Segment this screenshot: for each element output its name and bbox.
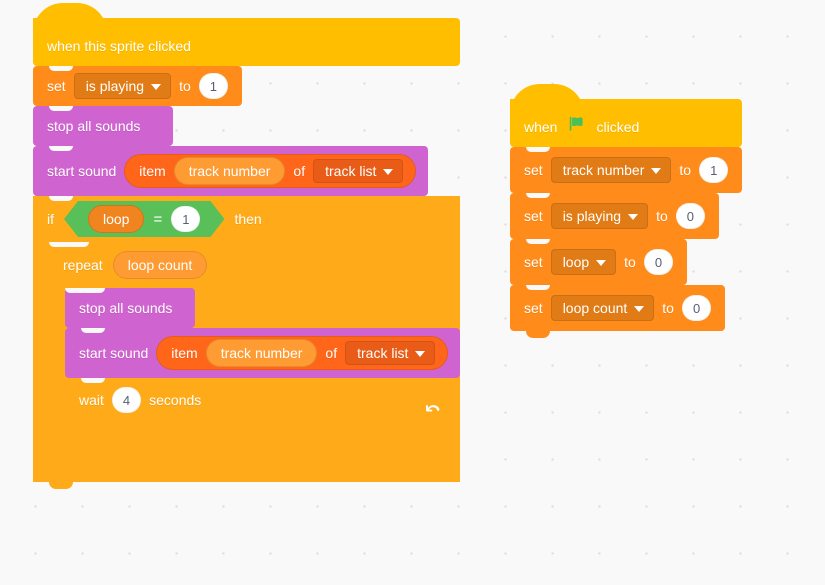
to-keyword-label: to	[179, 78, 191, 94]
value-input-loop-count[interactable]: 0	[681, 295, 712, 321]
chevron-down-icon	[651, 167, 662, 174]
set-keyword-label: set	[524, 254, 543, 270]
to-keyword-label: to	[656, 208, 668, 224]
variable-dropdown-loop-count[interactable]: loop count	[550, 295, 655, 321]
variable-dropdown-label: loop count	[562, 300, 628, 316]
chevron-down-icon	[151, 83, 162, 90]
block-start-sound-1[interactable]: start sound item track number of track l…	[33, 146, 429, 203]
set-keyword-label: set	[524, 208, 543, 224]
of-keyword-label: of	[293, 163, 306, 179]
repeat-keyword-label: repeat	[63, 257, 103, 273]
variable-dropdown-label: track number	[562, 162, 645, 178]
block-if-then[interactable]: if loop = 1 then repeat loop count	[33, 196, 461, 489]
stop-all-sounds-label: stop all sounds	[47, 118, 141, 134]
list-dropdown-label: track list	[357, 345, 409, 361]
item-keyword-label: item	[171, 345, 198, 361]
value-input-track-number[interactable]: 1	[699, 157, 729, 183]
reporter-item-of-list-2[interactable]: item track number of track list	[156, 336, 449, 370]
start-sound-label: start sound	[47, 163, 117, 179]
script-when-green-flag-clicked[interactable]: when clicked set track number to 1 set i…	[510, 84, 743, 338]
variable-dropdown-track-number[interactable]: track number	[550, 157, 672, 183]
stop-all-sounds-label: stop all sounds	[79, 300, 173, 316]
to-keyword-label: to	[624, 254, 636, 270]
variable-dropdown-label: loop	[562, 254, 590, 270]
chevron-down-icon	[596, 259, 607, 266]
list-dropdown-track-list-1[interactable]: track list	[313, 159, 404, 183]
value-input-is-playing[interactable]: 0	[675, 203, 705, 229]
block-repeat[interactable]: repeat loop count stop all sounds start …	[49, 242, 461, 455]
block-when-this-sprite-clicked[interactable]: when this sprite clicked	[33, 3, 461, 73]
reporter-variable-loop-count[interactable]: loop count	[112, 251, 208, 279]
chevron-down-icon	[415, 350, 426, 357]
variable-dropdown-loop[interactable]: loop	[550, 249, 617, 275]
block-set-loop[interactable]: set loop to 0	[510, 239, 688, 292]
wait-keyword-label: wait	[79, 392, 104, 408]
variable-dropdown-is-playing[interactable]: is playing	[73, 73, 172, 99]
equals-right-input[interactable]: 1	[171, 206, 200, 232]
reporter-variable-track-number-1[interactable]: track number	[173, 157, 286, 185]
if-inner-notch	[49, 242, 73, 247]
clicked-keyword-label: clicked	[596, 119, 640, 135]
wait-duration-input[interactable]: 4	[111, 387, 142, 413]
list-dropdown-track-list-2[interactable]: track list	[345, 341, 436, 365]
repeat-footer	[49, 405, 461, 455]
variable-dropdown-label: is playing	[85, 78, 145, 94]
block-wait-seconds[interactable]: wait 4 seconds	[65, 378, 216, 422]
block-set-loop-count[interactable]: set loop count to 0	[510, 285, 726, 338]
if-then-body: repeat loop count stop all sounds start …	[33, 242, 461, 455]
set-keyword-label: set	[524, 162, 543, 178]
start-sound-label: start sound	[79, 345, 149, 361]
chevron-down-icon	[628, 213, 639, 220]
if-then-footer	[33, 448, 461, 489]
seconds-keyword-label: seconds	[149, 392, 202, 408]
item-keyword-label: item	[139, 163, 166, 179]
value-input-is-playing[interactable]: 1	[198, 73, 228, 99]
of-keyword-label: of	[325, 345, 338, 361]
value-input-loop[interactable]: 0	[643, 249, 674, 275]
block-set-track-number[interactable]: set track number to 1	[510, 147, 743, 200]
set-keyword-label: set	[47, 78, 66, 94]
set-keyword-label: set	[524, 300, 543, 316]
reporter-variable-loop[interactable]: loop	[88, 205, 144, 233]
block-when-green-flag-clicked[interactable]: when clicked	[510, 84, 743, 154]
if-then-header[interactable]: if loop = 1 then	[33, 196, 461, 242]
block-start-sound-2[interactable]: start sound item track number of track l…	[65, 328, 461, 385]
list-dropdown-label: track list	[325, 163, 377, 179]
repeat-inner-notch	[65, 288, 89, 293]
block-stop-all-sounds-2[interactable]: stop all sounds	[65, 288, 195, 335]
variable-dropdown-label: is playing	[562, 208, 622, 224]
operator-equals-block[interactable]: loop = 1	[64, 201, 224, 237]
hat-label: when this sprite clicked	[47, 38, 191, 54]
if-keyword-label: if	[47, 211, 54, 227]
green-flag-icon	[570, 116, 584, 131]
reporter-variable-track-number-2[interactable]: track number	[205, 339, 318, 367]
block-set-is-playing[interactable]: set is playing to 0	[510, 193, 719, 246]
repeat-body: stop all sounds start sound item track n…	[49, 288, 461, 422]
block-stop-all-sounds-1[interactable]: stop all sounds	[33, 106, 173, 153]
chevron-down-icon	[383, 168, 394, 175]
to-keyword-label: to	[662, 300, 674, 316]
variable-dropdown-is-playing[interactable]: is playing	[550, 203, 649, 229]
script-when-this-sprite-clicked[interactable]: when this sprite clicked set is playing …	[33, 3, 461, 489]
loop-arrow-icon	[426, 405, 440, 412]
equals-operator-symbol: =	[153, 210, 163, 228]
repeat-header[interactable]: repeat loop count	[49, 242, 461, 288]
reporter-item-of-list-1[interactable]: item track number of track list	[124, 154, 417, 188]
to-keyword-label: to	[679, 162, 692, 178]
then-keyword-label: then	[234, 211, 262, 227]
when-keyword-label: when	[524, 119, 558, 135]
chevron-down-icon	[634, 305, 645, 312]
block-set-is-playing-1[interactable]: set is playing to 1	[33, 66, 242, 113]
